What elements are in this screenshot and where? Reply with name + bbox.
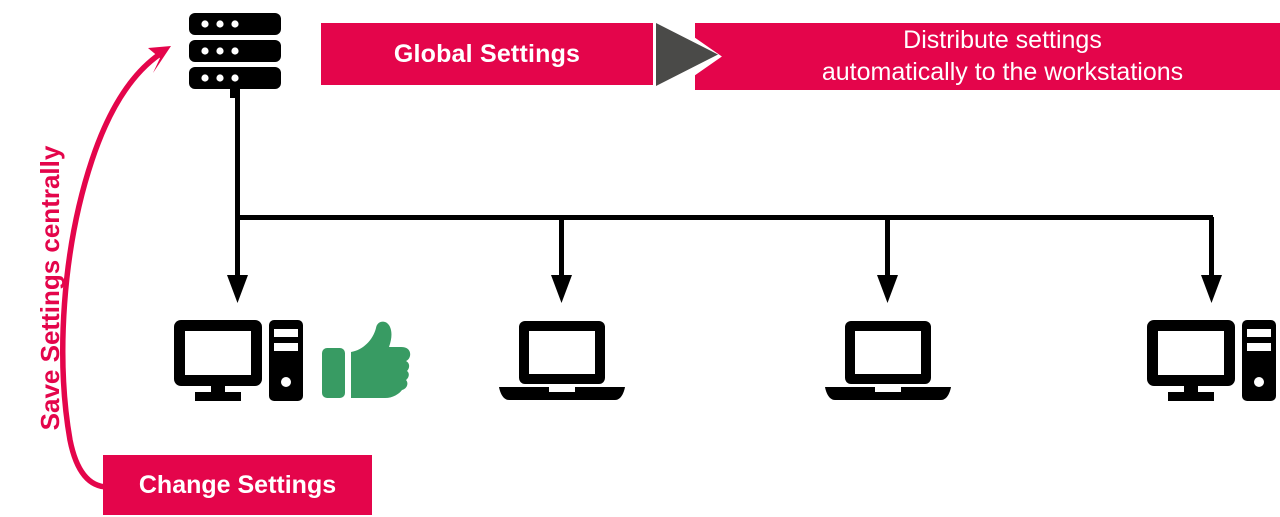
save-settings-centrally-label: Save Settings centrally	[34, 145, 65, 431]
desktop-computer-icon[interactable]	[172, 318, 305, 402]
distribute-line-2: automatically to the workstations	[821, 57, 1184, 86]
laptop-icon[interactable]	[823, 319, 953, 403]
change-settings-banner[interactable]: Change Settings	[103, 455, 372, 515]
global-settings-banner[interactable]: Global Settings	[321, 23, 653, 85]
distribute-settings-banner[interactable]: Distribute settings automatically to the…	[695, 23, 1280, 90]
server-rack-icon	[189, 13, 281, 98]
distribute-line-1: Distribute settings	[903, 26, 1102, 55]
play-triangle-icon	[656, 23, 718, 86]
thumbs-up-icon	[322, 321, 411, 398]
laptop-icon[interactable]	[497, 319, 627, 403]
desktop-computer-icon[interactable]	[1145, 318, 1278, 402]
